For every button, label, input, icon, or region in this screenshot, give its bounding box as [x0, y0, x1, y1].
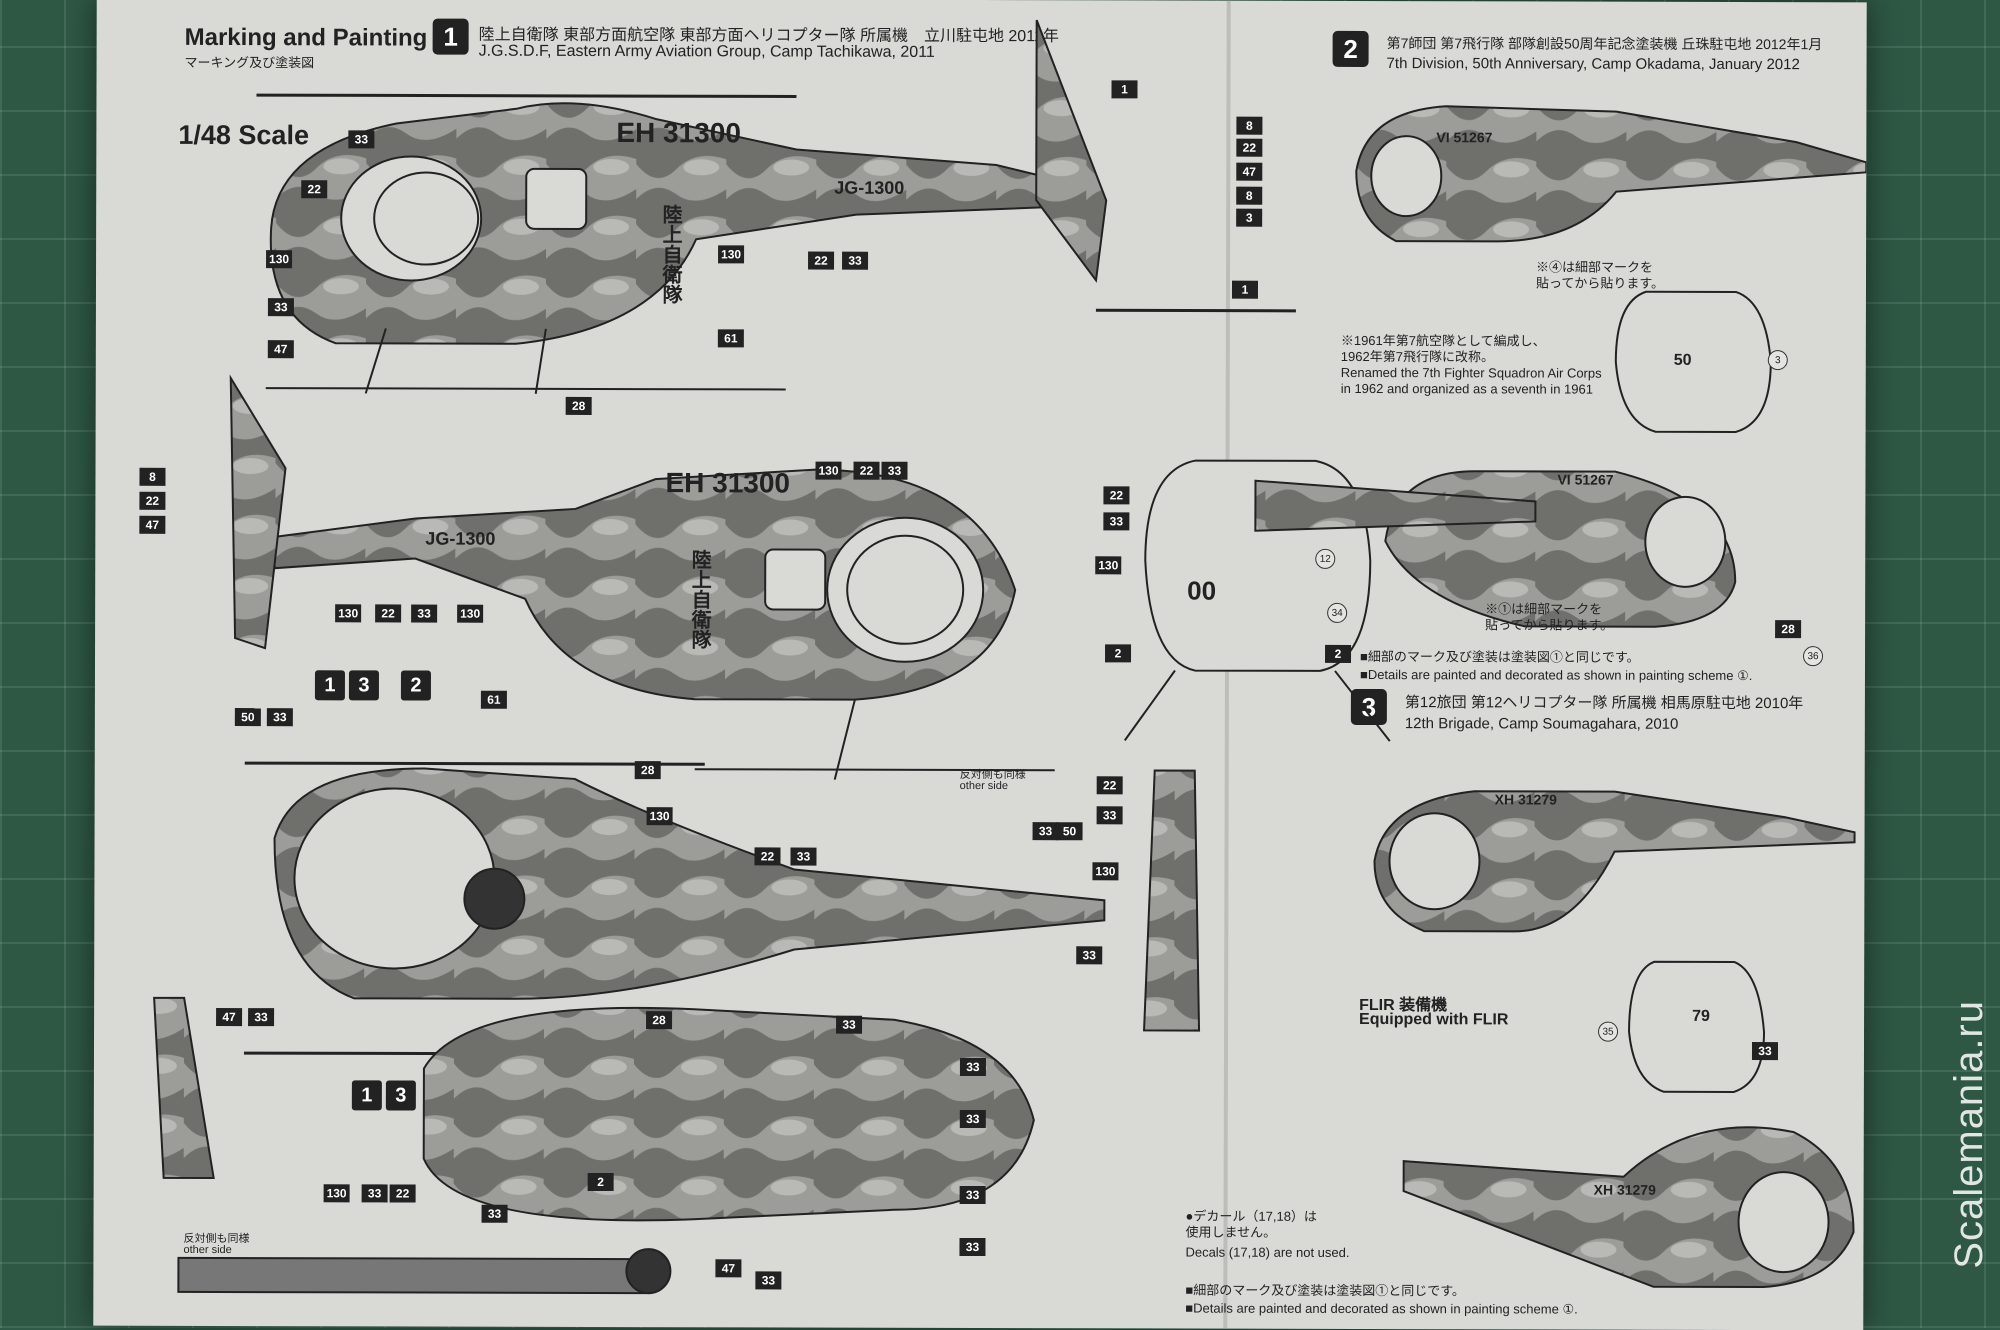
- callout-22: 22: [754, 847, 781, 866]
- callout-33: 33: [836, 1015, 863, 1034]
- detail-note-en-b: ■Details are painted and decorated as sh…: [1185, 1300, 1578, 1317]
- callout-8: 8: [139, 467, 166, 486]
- other-side-en: other side: [959, 779, 1009, 793]
- s3-serial-lower: XH 31279: [1593, 1181, 1656, 1198]
- kanji-lower: 陸上自衛隊: [688, 549, 711, 650]
- tail-jg-lower: JG-1300: [425, 528, 496, 549]
- callout-33: 33: [790, 847, 817, 866]
- watermark: Scalemania.ru: [1947, 1000, 1991, 1269]
- decal-note-jp: ●デカール（17,18）は 使用しません。: [1185, 1208, 1317, 1240]
- callout-33: 33: [348, 130, 375, 149]
- instruction-sheet: Marking and Painting マーキング及び塗装図 1/48 Sca…: [93, 0, 1867, 1330]
- callout-22: 22: [139, 491, 166, 510]
- detail-note-jp-b: ■細部のマーク及び塗装は塗装図①と同じです。: [1185, 1282, 1465, 1299]
- callout-33: 33: [361, 1184, 388, 1203]
- callout-61: 61: [717, 329, 744, 348]
- callout-22: 22: [1096, 776, 1123, 795]
- callout-1: 1: [1231, 280, 1259, 299]
- s2-decal-note: ※④は細部マークを 貼ってから貼ります。: [1535, 259, 1665, 291]
- callout-34: 34: [1327, 602, 1348, 623]
- callout-33: 33: [1096, 806, 1123, 825]
- callout-50: 50: [234, 708, 261, 727]
- callout-47: 47: [216, 1008, 243, 1027]
- s3-number: 79: [1692, 1007, 1710, 1025]
- callout-28: 28: [634, 761, 661, 780]
- callout-36: 36: [1802, 646, 1824, 667]
- s2-serial-lower: VI 51267: [1557, 471, 1614, 488]
- callout-28: 28: [565, 396, 592, 415]
- callout-130: 130: [266, 250, 293, 269]
- callout-33: 33: [959, 1185, 986, 1205]
- flir-label-en: Equipped with FLIR: [1359, 1010, 1509, 1029]
- callout-47: 47: [139, 515, 166, 534]
- callout-22: 22: [375, 604, 402, 623]
- detail-note-en: ■Details are painted and decorated as sh…: [1359, 666, 1753, 684]
- kanji-upper: 陸上自衛隊: [658, 204, 682, 305]
- detail-note-jp: ■細部のマーク及び塗装は塗装図①と同じです。: [1360, 648, 1640, 665]
- callout-22: 22: [808, 251, 835, 270]
- callout-130: 130: [815, 461, 842, 480]
- callout-33: 33: [1076, 946, 1103, 965]
- callout-47: 47: [1236, 162, 1263, 181]
- s2-number: 50: [1673, 351, 1692, 369]
- callout-33: 33: [1032, 822, 1059, 841]
- callout-28: 28: [646, 1011, 673, 1030]
- callout-130: 130: [335, 604, 362, 623]
- callout-22: 22: [1236, 138, 1263, 157]
- callout-22: 22: [301, 180, 328, 199]
- callout-130: 130: [323, 1184, 350, 1203]
- callout-8: 8: [1236, 186, 1263, 205]
- callout-2: 2: [1105, 644, 1132, 663]
- callout-33: 33: [959, 1109, 986, 1129]
- callout-61: 61: [480, 690, 507, 709]
- callout-47: 47: [715, 1259, 742, 1278]
- serial-eh-lower: EH 31300: [665, 467, 791, 499]
- callout-3: 3: [1767, 350, 1788, 371]
- other-side-en-b: other side: [183, 1243, 232, 1257]
- callout-130: 130: [1092, 862, 1119, 881]
- nose-number: 00: [1187, 575, 1217, 606]
- callout-28: 28: [1775, 620, 1802, 639]
- callout-130: 130: [646, 807, 673, 826]
- callout-35: 35: [1598, 1021, 1619, 1042]
- callout-2: 2: [1325, 644, 1352, 663]
- callout-8: 8: [1236, 116, 1263, 135]
- helicopter-line-drawings: [153, 19, 1867, 1295]
- callout-22: 22: [1103, 486, 1130, 505]
- callout-33: 33: [266, 708, 293, 727]
- callout-33: 33: [1751, 1042, 1779, 1061]
- decal-note-en: Decals (17,18) are not used.: [1185, 1244, 1350, 1260]
- tail-jg-upper: JG-1300: [834, 177, 905, 198]
- callout-33: 33: [1103, 512, 1130, 531]
- callout-1: 1: [1111, 80, 1138, 99]
- callout-22: 22: [389, 1184, 416, 1203]
- callout-47: 47: [267, 340, 294, 359]
- callout-33: 33: [881, 461, 908, 480]
- callout-33: 33: [959, 1237, 986, 1257]
- callout-33: 33: [248, 1008, 275, 1027]
- callout-33: 33: [959, 1057, 986, 1077]
- s2-history-note: ※1961年第7航空隊として編成し、 1962年第7飛行隊に改称。 Rename…: [1340, 332, 1602, 397]
- callout-33: 33: [842, 251, 869, 270]
- callout-12: 12: [1315, 548, 1336, 569]
- s3-serial-upper: XH 31279: [1494, 791, 1557, 808]
- s2-serial-upper: VI 51267: [1436, 129, 1493, 146]
- callout-2: 2: [587, 1172, 614, 1192]
- callout-33: 33: [267, 298, 294, 317]
- callout-33: 33: [411, 604, 438, 623]
- callout-130: 130: [718, 245, 745, 264]
- callout-33: 33: [481, 1204, 508, 1223]
- callout-3: 3: [1236, 208, 1263, 227]
- callout-22: 22: [853, 461, 880, 480]
- callout-50: 50: [1056, 822, 1083, 841]
- callout-33: 33: [755, 1271, 782, 1290]
- s2-decal-note-2: ※①は細部マークを 貼ってから貼ります。: [1485, 601, 1614, 633]
- callout-130: 130: [457, 604, 484, 623]
- callout-130: 130: [1095, 556, 1122, 575]
- serial-eh-upper: EH 31300: [616, 117, 741, 149]
